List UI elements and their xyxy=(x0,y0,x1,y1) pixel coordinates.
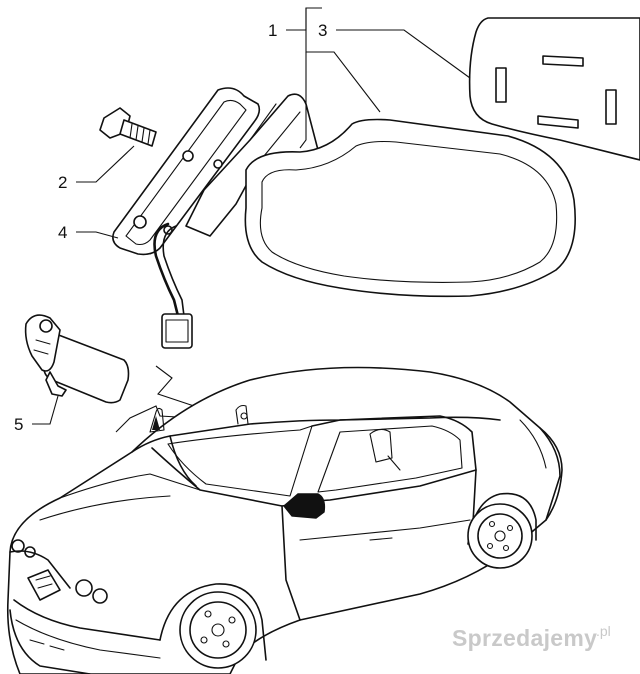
watermark-tld: .pl xyxy=(596,623,611,639)
watermark-brand: Sprzedajemy xyxy=(452,625,597,651)
wiring-harness xyxy=(153,222,193,349)
callout-3: 3 xyxy=(318,21,327,40)
callout-5: 5 xyxy=(14,415,23,434)
mirror-housing xyxy=(185,93,576,298)
mirror-gasket xyxy=(112,87,261,256)
watermark: Sprzedajemy .pl xyxy=(452,623,611,651)
callout-4: 4 xyxy=(58,223,67,242)
callout-1: 1 xyxy=(268,21,277,40)
callout-leaders xyxy=(32,7,471,425)
car-outline xyxy=(6,366,563,674)
mirror-glass xyxy=(468,17,640,161)
callout-2: 2 xyxy=(58,173,67,192)
interior-mirror xyxy=(24,314,130,404)
mounting-bolt xyxy=(99,107,157,147)
